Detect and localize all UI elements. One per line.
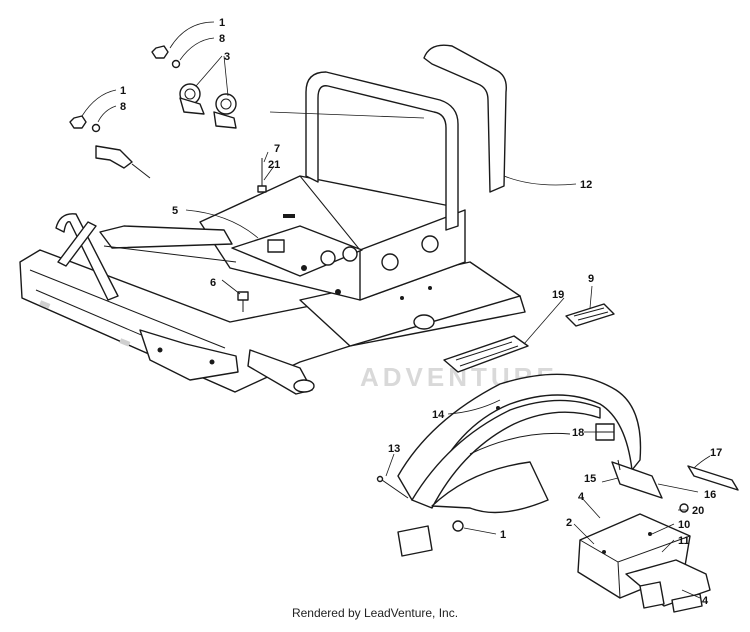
nut-washer-upper: [151, 45, 181, 69]
callout-5: 5: [172, 205, 178, 217]
callout-19: 19: [552, 289, 564, 301]
grab-bar: [305, 71, 459, 231]
part-12-handle-grip: [423, 44, 507, 193]
callout-18: 18: [572, 427, 584, 439]
callout-21: 21: [268, 159, 280, 171]
callout-1-lower: 1: [500, 529, 506, 541]
part-13-rod: [376, 475, 409, 499]
callout-10: 10: [678, 519, 690, 531]
callout-15: 15: [584, 473, 596, 485]
part-9-decal: [565, 303, 615, 327]
callout-numbers: 1 8 3 1 8 7 21 5 12 6 9 19 14 18 13 15 1…: [120, 17, 722, 607]
callout-1-left: 1: [120, 85, 126, 97]
leader-lines: [81, 21, 711, 599]
lower-bracket-left: [397, 520, 464, 557]
hitch-assembly: [577, 503, 711, 613]
callout-7: 7: [274, 143, 280, 155]
part-3-switches: [179, 83, 237, 129]
callout-8-left: 8: [120, 101, 126, 113]
callout-14: 14: [432, 409, 445, 421]
callout-16: 16: [704, 489, 716, 501]
callout-6: 6: [210, 277, 216, 289]
part-17-bracket: [687, 465, 739, 491]
callout-8-upper: 8: [219, 33, 225, 45]
part-15-bracket: [611, 459, 663, 499]
callout-13: 13: [388, 443, 400, 455]
footer-credit: Rendered by LeadVenture, Inc.: [291, 606, 459, 620]
callout-4-upper: 4: [578, 491, 585, 503]
callout-2: 2: [566, 517, 572, 529]
part-19-decal: [443, 335, 529, 373]
callout-17: 17: [710, 447, 722, 459]
callout-1-upper: 1: [219, 17, 225, 29]
callout-12: 12: [580, 179, 592, 191]
callout-4-lower: 4: [702, 595, 709, 607]
part-14-rear-fender: [397, 373, 642, 514]
part-7-21-bolt: [257, 158, 267, 193]
callout-9: 9: [588, 273, 594, 285]
callout-11: 11: [678, 535, 690, 547]
callout-3: 3: [224, 51, 230, 63]
nut-washer-left: [69, 115, 151, 179]
part-6-fastener: [237, 291, 249, 312]
chassis-belly-pan: [19, 175, 526, 395]
callout-20: 20: [692, 505, 704, 517]
